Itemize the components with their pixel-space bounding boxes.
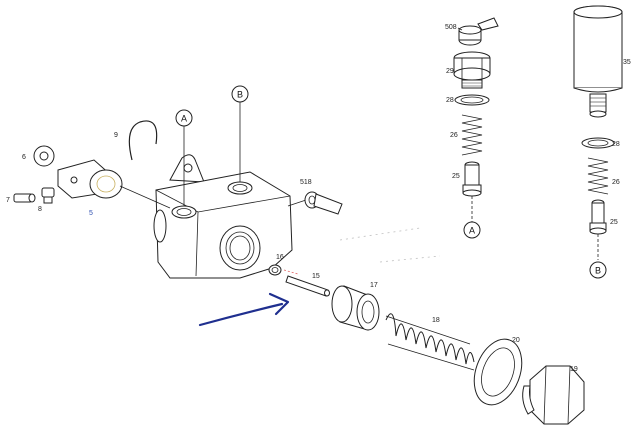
part-19-hex-cap <box>522 365 585 425</box>
part-6-nut <box>33 145 55 167</box>
callout-b-right: B <box>595 266 601 276</box>
part-8-screw <box>41 187 55 204</box>
callout-a-main: A <box>181 114 187 124</box>
part-20-gasket <box>473 338 523 406</box>
part-16-oring <box>268 264 282 276</box>
label-8: 8 <box>38 206 42 213</box>
callout-a-right: A <box>469 226 475 236</box>
part-lever <box>57 159 171 209</box>
part-15-rod <box>285 275 330 297</box>
part-35-cylinder <box>573 5 623 118</box>
label-15: 15 <box>312 273 320 280</box>
part-18-spring <box>385 313 475 371</box>
label-5: 5 <box>89 210 93 217</box>
part-25-plunger-a <box>462 161 482 197</box>
label-25-a: 25 <box>452 173 460 180</box>
assembly-b: B 35 28 26 25 <box>573 5 631 279</box>
label-7: 7 <box>6 197 10 204</box>
part-508-cap <box>458 17 499 46</box>
callout-b-main: B <box>237 90 243 100</box>
part-28-washer-a <box>454 94 490 106</box>
label-35: 35 <box>623 59 631 66</box>
label-9: 9 <box>114 132 118 139</box>
part-26-spring-b <box>587 157 609 195</box>
part-17-sleeve <box>331 285 380 331</box>
label-508: 508 <box>445 24 457 31</box>
label-26-b: 26 <box>612 179 620 186</box>
part-9-clip <box>128 120 158 161</box>
label-6: 6 <box>22 154 26 161</box>
part-28-washer-b <box>581 137 615 149</box>
part-518-fitting <box>287 191 343 215</box>
label-20: 20 <box>512 337 520 344</box>
label-518: 518 <box>300 179 312 186</box>
annotation-arrow <box>198 292 290 327</box>
assembly-a: A 508 29 28 26 25 <box>445 17 499 239</box>
label-16: 16 <box>276 254 284 261</box>
part-7-pin <box>13 193 36 203</box>
part-29-nut <box>453 51 491 89</box>
label-19: 19 <box>570 366 578 373</box>
label-25-b: 25 <box>610 219 618 226</box>
label-29-a: 29 <box>446 68 454 75</box>
pump-body <box>153 154 293 279</box>
label-28-a: 28 <box>446 97 454 104</box>
label-28-b: 28 <box>612 141 620 148</box>
label-26-a: 26 <box>450 132 458 139</box>
part-25-plunger-b <box>589 199 607 235</box>
label-18: 18 <box>432 317 440 324</box>
part-26-spring-a <box>461 114 483 156</box>
label-17: 17 <box>370 282 378 289</box>
